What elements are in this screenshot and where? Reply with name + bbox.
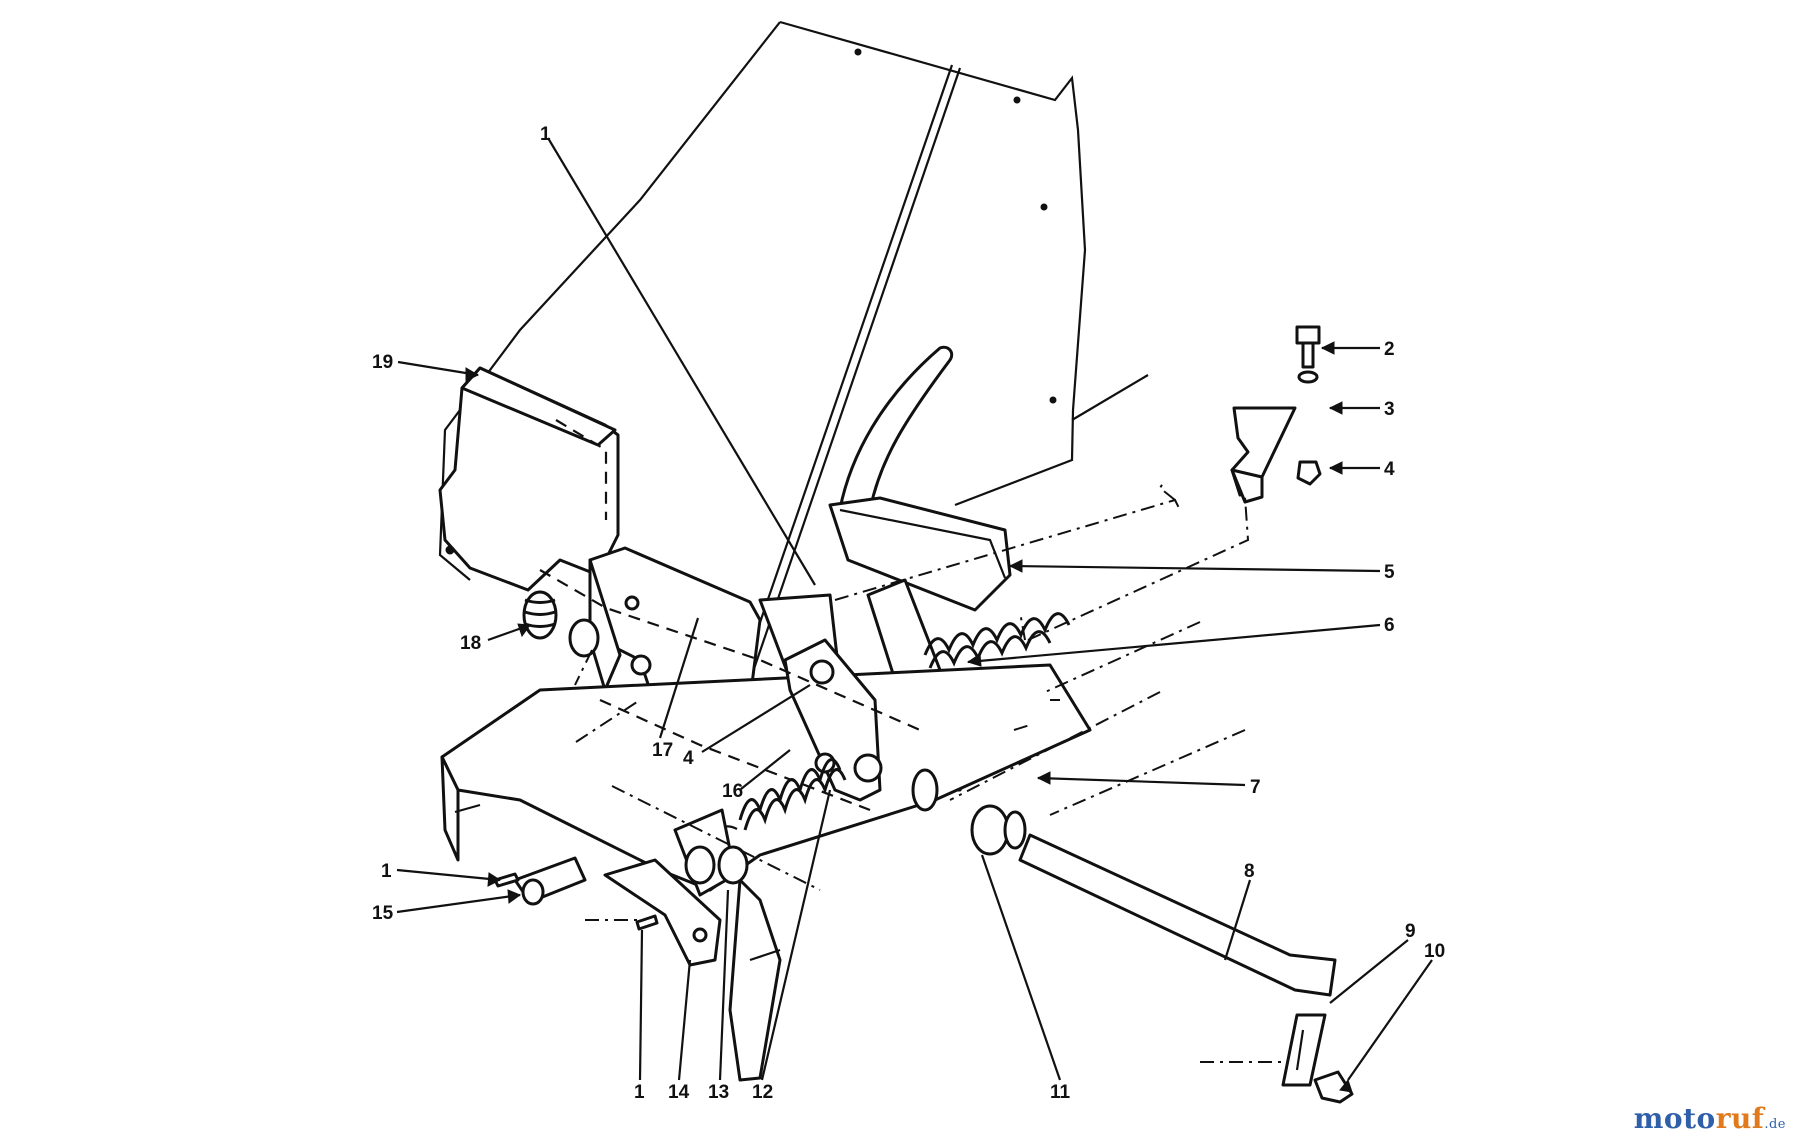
- callout-15: 15: [372, 903, 394, 924]
- watermark-moto: moto: [1633, 1102, 1716, 1135]
- torsion-spring-18: [522, 590, 600, 658]
- callout-1-bottom: 1: [634, 1082, 645, 1103]
- return-spring-6: [923, 612, 1071, 669]
- center-bracket-17: [588, 546, 762, 712]
- callout-19: 19: [372, 352, 393, 373]
- callout-arrowheads: [465, 341, 1353, 1093]
- callout-1-left: 1: [381, 861, 392, 882]
- callout-labels: 1 19 2 3 4 5 6 18 17 4 16 7 1 15 8 9 10 …: [372, 124, 1445, 1103]
- callout-12: 12: [752, 1082, 773, 1103]
- callout-18: 18: [460, 633, 481, 654]
- assembly-centerlines: [539, 419, 1285, 1063]
- callout-leaders: [396, 137, 1433, 1081]
- watermark-ruf: ruf: [1715, 1102, 1765, 1135]
- bushing-13: [673, 808, 749, 897]
- callout-14: 14: [668, 1082, 690, 1103]
- cotter-pin: [493, 872, 520, 888]
- callout-10: 10: [1424, 941, 1445, 962]
- carriage-bolt-10: [1313, 1070, 1354, 1104]
- cotter-pin: [635, 914, 659, 931]
- yoke-bracket-14: [603, 858, 722, 967]
- callout-3: 3: [1384, 399, 1395, 420]
- callout-5: 5: [1384, 562, 1395, 583]
- callout-4-right: 4: [1384, 459, 1395, 480]
- clevis-pin-15: [513, 856, 587, 906]
- lock-washer: [1297, 370, 1319, 384]
- callout-2: 2: [1384, 339, 1395, 360]
- callout-8: 8: [1244, 861, 1255, 882]
- callout-17: 17: [652, 740, 673, 761]
- slider-plate-9: [1281, 1013, 1327, 1087]
- base-mounting-plate: [440, 663, 1092, 1082]
- motoruf-watermark: motoruf.de: [1634, 1102, 1786, 1135]
- hex-bolt-2: [1295, 325, 1321, 369]
- callout-6: 6: [1384, 615, 1395, 636]
- callout-1-top: 1: [540, 124, 551, 145]
- callout-11: 11: [1050, 1082, 1071, 1103]
- callout-4-center: 4: [683, 748, 694, 769]
- mounting-strap-3: [1230, 406, 1297, 504]
- pedal-bracket-19: [438, 366, 620, 592]
- link-plate-12: [783, 638, 883, 802]
- hex-nut-4: [1296, 460, 1322, 486]
- pivot-shaft-8: [911, 768, 1337, 997]
- watermark-suffix: .de: [1764, 1117, 1786, 1132]
- callout-9: 9: [1405, 921, 1416, 942]
- callout-13: 13: [708, 1082, 729, 1103]
- callout-16: 16: [722, 781, 743, 802]
- callout-7: 7: [1250, 777, 1261, 798]
